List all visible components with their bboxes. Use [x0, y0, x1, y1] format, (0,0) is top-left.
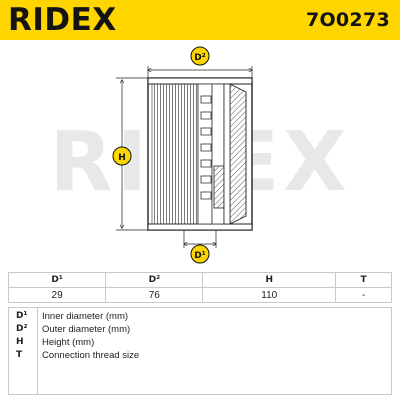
dimension-arrow-icon: [116, 66, 252, 248]
marker-h-label: H: [118, 153, 126, 163]
legend-item: D¹ Inner diameter (mm): [9, 311, 391, 324]
specs-header-row: D¹ D² H T: [7, 272, 392, 288]
specs-value-row: 29 76 110 -: [7, 287, 392, 303]
filter-drawing: D² H D¹: [112, 46, 253, 264]
marker-h: H: [112, 146, 132, 166]
legend-description: Inner diameter (mm): [42, 311, 129, 322]
brand-logo: RIDEX: [8, 2, 117, 38]
specs-header-d2: D²: [105, 272, 204, 288]
marker-d2-label: D²: [194, 53, 205, 63]
marker-d1: D¹: [190, 244, 210, 264]
specs-value-d1: 29: [7, 287, 107, 303]
specs-value-t: -: [335, 287, 392, 303]
specs-header-t: T: [335, 272, 392, 288]
oil-filter-element-icon: [147, 77, 253, 231]
specs-header-d1: D¹: [7, 272, 107, 288]
header-bar: RIDEX 7O0273: [0, 0, 400, 40]
legend-box: D¹ Inner diameter (mm) D² Outer diameter…: [8, 307, 392, 395]
part-number: 7O0273: [305, 9, 390, 31]
legend-description: Connection thread size: [42, 350, 140, 361]
legend-symbol: D¹: [16, 311, 28, 321]
specs-header-h: H: [202, 272, 337, 288]
legend-symbol: T: [16, 350, 23, 360]
marker-d2: D²: [190, 46, 210, 66]
legend-symbol: H: [16, 337, 24, 347]
legend-item: D² Outer diameter (mm): [9, 324, 391, 337]
marker-d1-label: D¹: [194, 251, 205, 261]
legend-item: T Connection thread size: [9, 350, 391, 363]
specs-value-h: 110: [202, 287, 337, 303]
specs-table: D¹ D² H T 29 76 110 -: [7, 272, 392, 303]
legend-description: Height (mm): [42, 337, 95, 348]
legend-description: Outer diameter (mm): [42, 324, 131, 335]
legend-divider: [37, 308, 38, 394]
specs-value-d2: 76: [105, 287, 204, 303]
legend-symbol: D²: [16, 324, 28, 334]
legend-item: H Height (mm): [9, 337, 391, 350]
